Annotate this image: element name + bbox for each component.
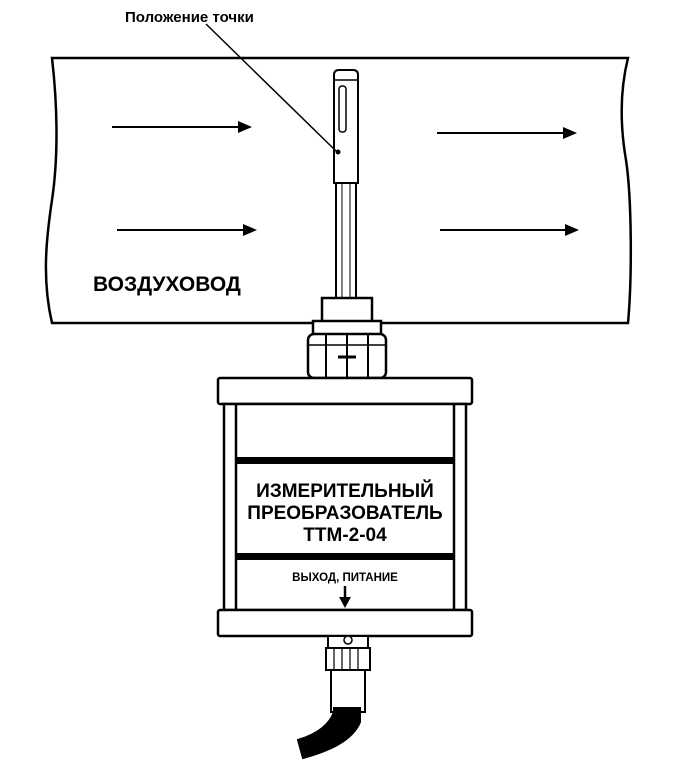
- cable-gland: [325, 635, 371, 713]
- point-leader-line: [205, 23, 337, 152]
- arrow-right-icon: [112, 121, 252, 133]
- mounting-fitting: [306, 296, 388, 380]
- arrow-right-icon: [437, 127, 577, 139]
- device-name-line1: ИЗМЕРИТЕЛЬНЫЙ: [256, 480, 434, 502]
- housing-bottom-cap: [216, 608, 474, 638]
- point-position-label: Положение точки: [125, 9, 254, 26]
- duct-label: ВОЗДУХОВОД: [93, 273, 241, 296]
- flow-arrows: [112, 121, 579, 236]
- converter-housing: ИЗМЕРИТЕЛЬНЫЙ ПРЕОБРАЗОВАТЕЛЬ ТТМ-2-04 В…: [216, 376, 474, 638]
- measurement-point: [335, 149, 341, 155]
- device-model: ТТМ-2-04: [303, 525, 387, 546]
- output-power-label: ВЫХОД, ПИТАНИЕ: [292, 572, 398, 584]
- cable: [296, 707, 361, 760]
- arrow-right-icon: [117, 224, 257, 236]
- arrow-down-icon: [339, 586, 351, 608]
- housing-body: [222, 402, 468, 612]
- probe: [333, 69, 359, 299]
- device-name-line2: ПРЕОБРАЗОВАТЕЛЬ: [247, 503, 442, 524]
- probe-slot: [338, 85, 347, 133]
- arrow-right-icon: [440, 224, 579, 236]
- housing-top-cap: [216, 376, 474, 406]
